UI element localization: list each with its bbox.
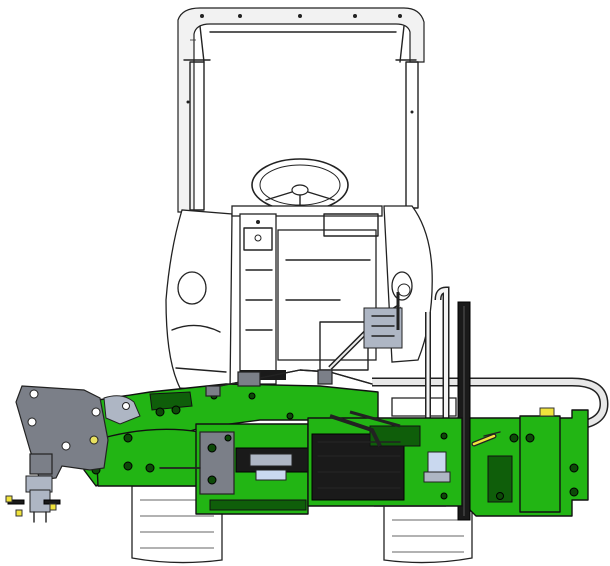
valve-block-icon <box>307 410 463 507</box>
seat-frame-icon <box>231 205 383 385</box>
rops-frame-icon <box>177 7 425 213</box>
upper-linkage <box>205 283 411 397</box>
lever-handle-icon <box>471 433 497 447</box>
mount-frame <box>459 407 589 517</box>
quick-coupler-icon <box>15 385 141 481</box>
steering-wheel-icon <box>251 158 349 212</box>
hydraulic-cylinder-icon <box>159 423 313 515</box>
hitch-pin-icon <box>5 475 61 523</box>
